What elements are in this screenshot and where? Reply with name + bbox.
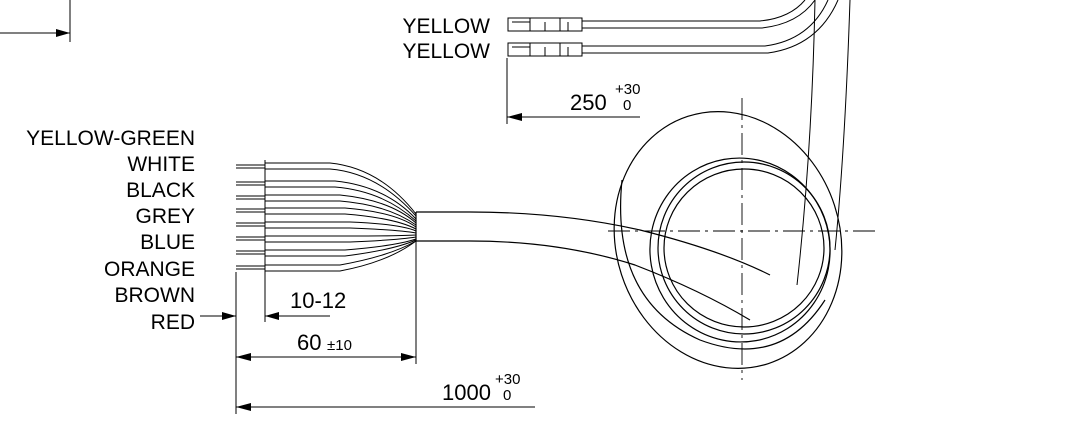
cable-length-tol-lower: 0 bbox=[503, 387, 511, 404]
wire-label-brown: BROWN bbox=[115, 284, 196, 307]
cable-length-value: 1000 bbox=[442, 380, 491, 405]
wire-label-red: RED bbox=[151, 311, 195, 334]
wire-breakout bbox=[236, 160, 417, 274]
wire-label-orange: ORANGE bbox=[104, 258, 195, 281]
terminal-connector-1 bbox=[507, 17, 583, 32]
wire-label-grey: GREY bbox=[135, 205, 195, 228]
wire-label-blue: BLUE bbox=[140, 231, 195, 254]
connector-label-2: YELLOW bbox=[402, 40, 490, 63]
jacket-strip-dimension bbox=[236, 353, 416, 361]
lead-length-tol-lower: 0 bbox=[623, 97, 631, 114]
wire-label-black: BLACK bbox=[126, 179, 195, 202]
jacket-strip-value: 60 bbox=[297, 330, 321, 355]
terminal-connector-2 bbox=[507, 42, 583, 57]
cable-length-dimension bbox=[236, 403, 535, 411]
wire-label-white: WHITE bbox=[127, 153, 195, 176]
jacket-strip-tolerance: ±10 bbox=[327, 337, 352, 354]
wire-label-yellow-green: YELLOW-GREEN bbox=[26, 127, 195, 150]
strip-length-value: 10-12 bbox=[290, 288, 346, 313]
top-left-dimension-fragment bbox=[0, 0, 71, 42]
cable-length-tol-upper: +30 bbox=[495, 371, 520, 388]
cable-coil bbox=[608, 0, 880, 380]
lead-length-value: 250 bbox=[570, 90, 607, 115]
connector-label-1: YELLOW bbox=[402, 15, 490, 38]
strip-length-dimension bbox=[200, 312, 330, 320]
lead-length-tol-upper: +30 bbox=[615, 81, 640, 98]
cable-jacket bbox=[415, 211, 771, 321]
connector-leads bbox=[507, 0, 839, 57]
lead-length-dimension bbox=[506, 58, 640, 124]
